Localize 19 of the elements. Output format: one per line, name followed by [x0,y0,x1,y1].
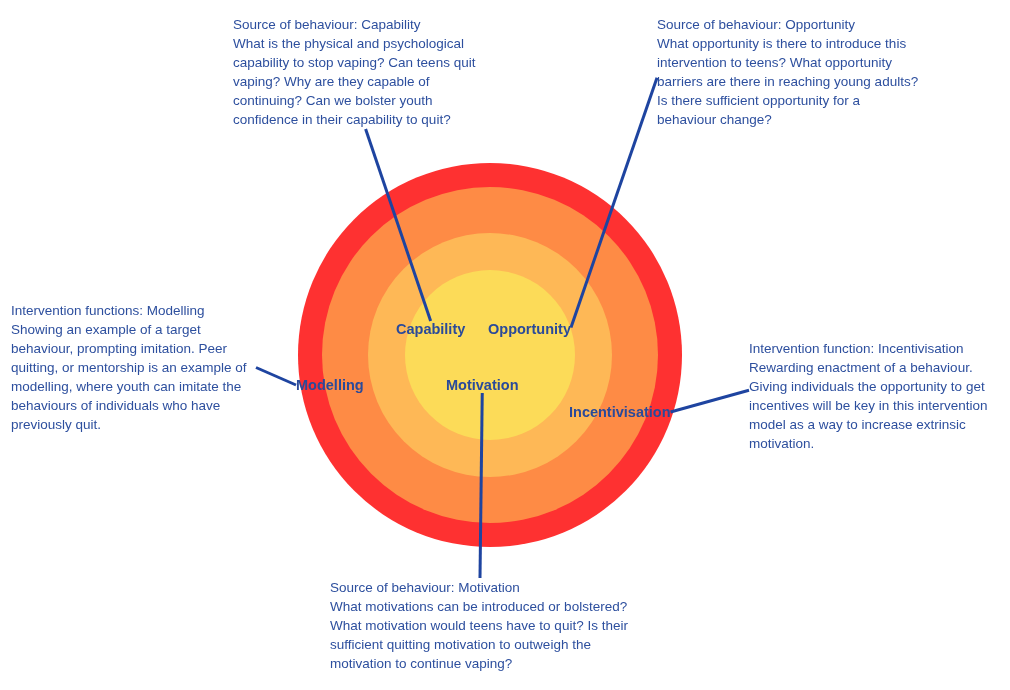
annotation-heading: Source of behaviour: Opportunity [657,16,857,34]
circle-label: Motivation [446,377,519,393]
annotation-text: What motivations can be introduced or bolstered? What motivation would teens have to quit? Is their sufficient quitting motivation to outweigh the motivation to continue vaping? [330,598,629,673]
annotation-text: What opportunity is there to introduce this intervention to teens? What opportunity barriers are there in reaching young adults? Is there sufficient opportunity for a behaviour change? [657,35,920,129]
annotation-text: Showing an example of a target behaviour, prompting imitation. Peer quitting, or mentorship is an example of modelling, where youth can imitate the behaviours of individuals who have previously quit. [11,321,248,434]
circle-label: Opportunity [488,321,571,337]
leader-line [364,128,433,322]
annotation-heading: Source of behaviour: Capability [233,16,422,34]
annotation-heading: Intervention function: Incentivisation [749,340,965,358]
annotation-text: Rewarding enactment of a behaviour. Giving individuals the opportunity to get incentives will be key in this intervention model as a way to increase extrinsic motivation. [749,359,989,453]
leader-line [255,366,297,387]
circle-label: Incentivisation [569,404,671,420]
leader-line [670,388,750,414]
annotation-text: What is the physical and psychological capability to stop vaping? Can teens quit vaping? Why are they capable of continuing? Can we bolster youth confidence in their capability to quit? [233,35,477,129]
leader-line [478,392,484,579]
circle-label: Capability [396,321,466,337]
annotation-heading: Intervention functions: Modelling [11,302,206,320]
annotation-heading: Source of behaviour: Motivation [330,579,521,597]
leader-line [569,77,659,328]
